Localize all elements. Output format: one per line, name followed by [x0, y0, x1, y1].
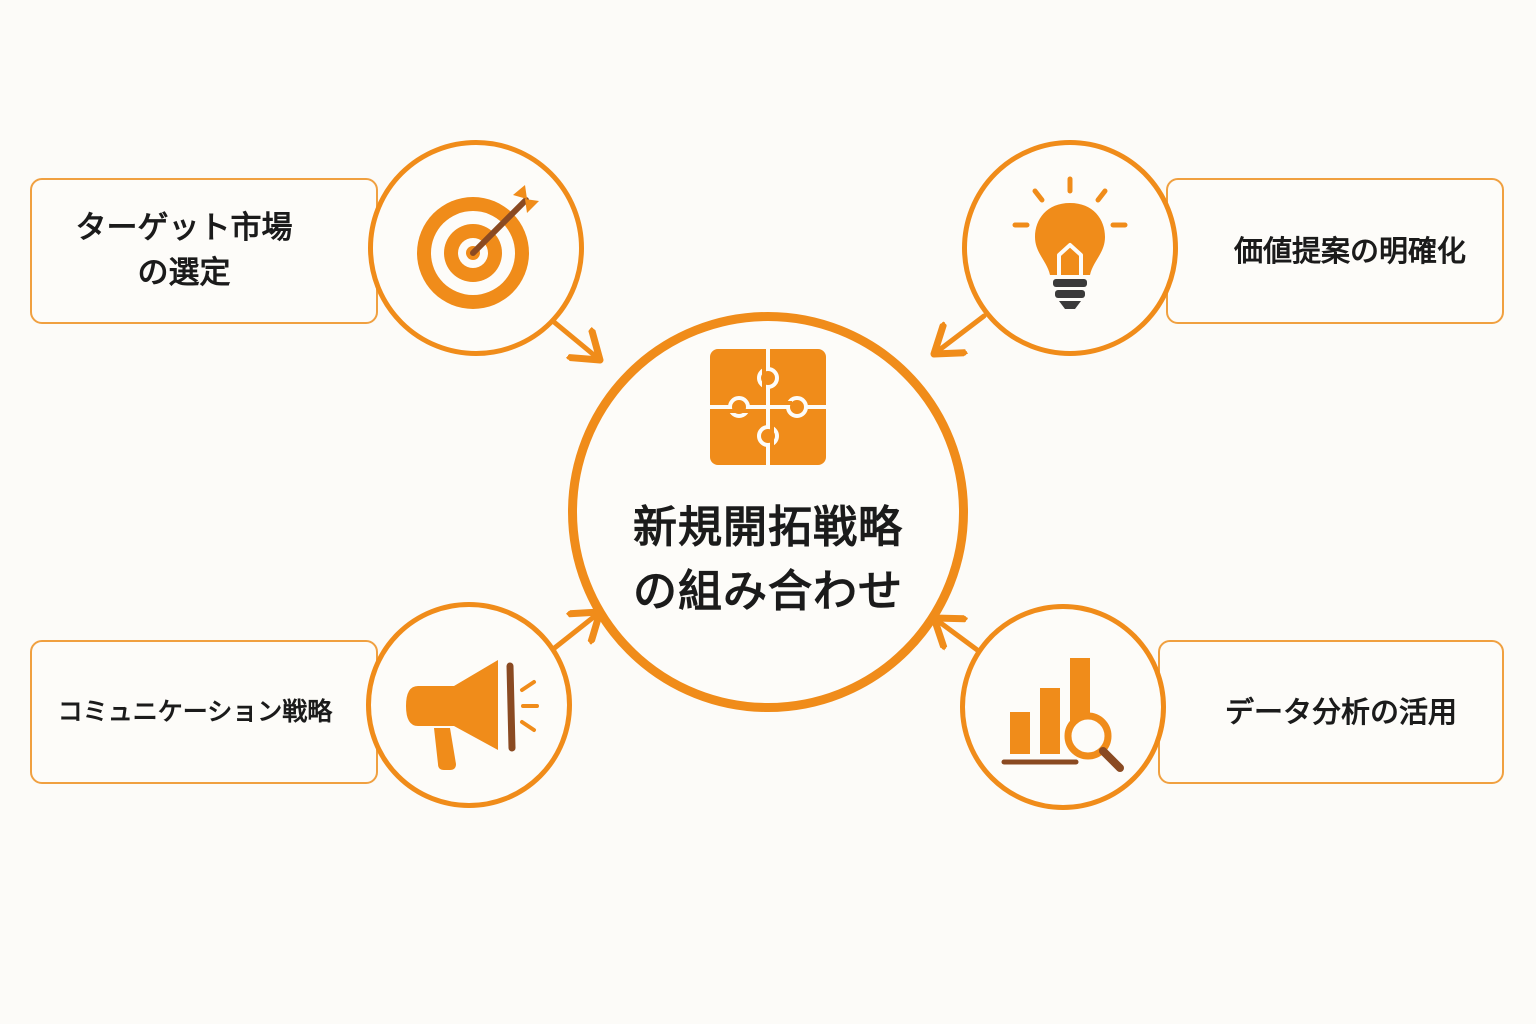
arrow-target-to-center	[551, 319, 600, 360]
node-lightbulb	[962, 140, 1178, 356]
label-data-analysis: データ分析の活用	[1158, 640, 1504, 784]
arrow-chart-to-center	[934, 618, 983, 655]
lightbulb-icon	[1012, 176, 1128, 309]
label-value-proposition: 価値提案の明確化	[1166, 178, 1504, 324]
center-title-line1: 新規開拓戦略	[633, 502, 903, 553]
label-communication: コミュニケーション戦略	[30, 640, 378, 784]
puzzle-icon	[710, 349, 826, 465]
label-data-analysis-text: データ分析の活用	[1224, 694, 1457, 729]
megaphone-icon	[406, 660, 539, 770]
node-target	[368, 140, 584, 356]
label-target-market-line2: の選定	[137, 255, 231, 291]
label-target-market: ターゲット市場 の選定	[30, 178, 378, 324]
label-target-market-line1: ターゲット市場	[75, 210, 293, 247]
label-communication-text: コミュニケーション戦略	[57, 696, 333, 726]
node-megaphone	[366, 602, 572, 808]
center-node: 新規開拓戦略 の組み合わせ	[568, 312, 968, 712]
target-arrow-icon	[417, 185, 539, 309]
arrow-lightbulb-to-center	[934, 313, 987, 354]
arrow-megaphone-to-center	[549, 612, 600, 653]
node-data-chart	[960, 604, 1166, 810]
center-title-line2: の組み合わせ	[633, 566, 903, 617]
label-value-proposition-text: 価値提案の明確化	[1233, 233, 1466, 268]
bar-chart-magnifier-icon	[1001, 658, 1124, 772]
